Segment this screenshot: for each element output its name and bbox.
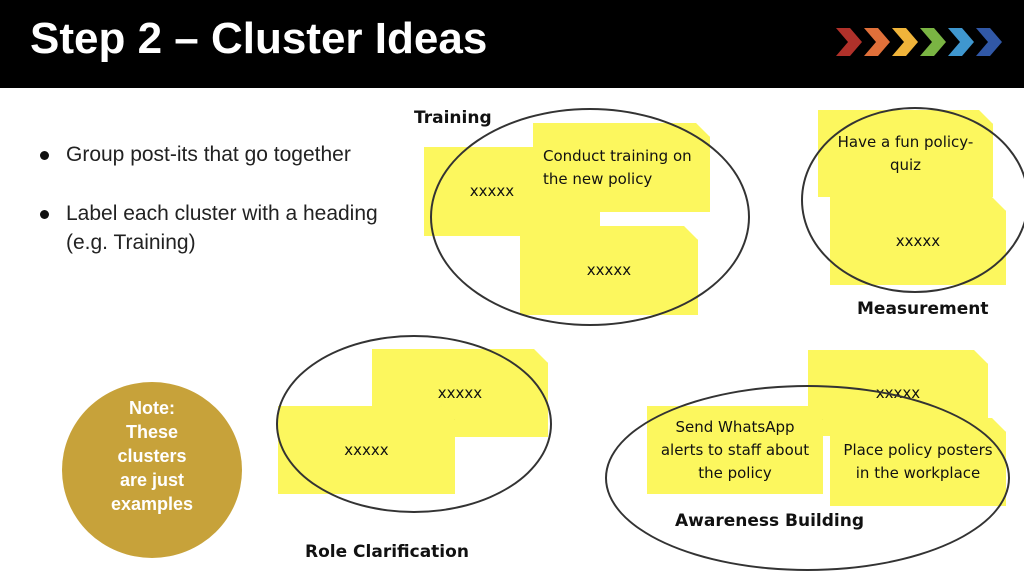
note-line: Note: [129, 398, 175, 418]
chevron-icon [892, 28, 918, 56]
bullet-item: Label each cluster with a heading (e.g. … [40, 199, 380, 257]
cluster-ellipse-awareness [605, 385, 1010, 571]
chevron-icon [948, 28, 974, 56]
cluster-label-role: Role Clarification [305, 542, 469, 562]
chevron-icon [864, 28, 890, 56]
cluster-ellipse-measurement [801, 107, 1024, 293]
cluster-ellipse-training [430, 108, 750, 326]
chevron-icon [976, 28, 1002, 56]
note-line: examples [110, 494, 194, 514]
cluster-ellipse-role [276, 335, 552, 513]
title-bar: Step 2 – Cluster Ideas [0, 0, 1024, 88]
note-line: clusters [117, 446, 187, 466]
note-circle [62, 382, 242, 558]
cluster-label-training: Training [414, 108, 492, 128]
slide-title: Step 2 – Cluster Ideas [30, 14, 488, 63]
note-text: Note: These clusters are just examples [62, 396, 242, 516]
cluster-label-awareness: Awareness Building [675, 511, 865, 531]
chevron-icon [836, 28, 862, 56]
cluster-label-measurement: Measurement [857, 299, 989, 319]
note-line: These [125, 422, 179, 442]
bullet-list: Group post-its that go together Label ea… [40, 140, 380, 287]
chevron-icon [920, 28, 946, 56]
note-line: are just [119, 470, 185, 490]
chevron-arrows-icon [836, 28, 1002, 56]
bullet-item: Group post-its that go together [40, 140, 380, 169]
